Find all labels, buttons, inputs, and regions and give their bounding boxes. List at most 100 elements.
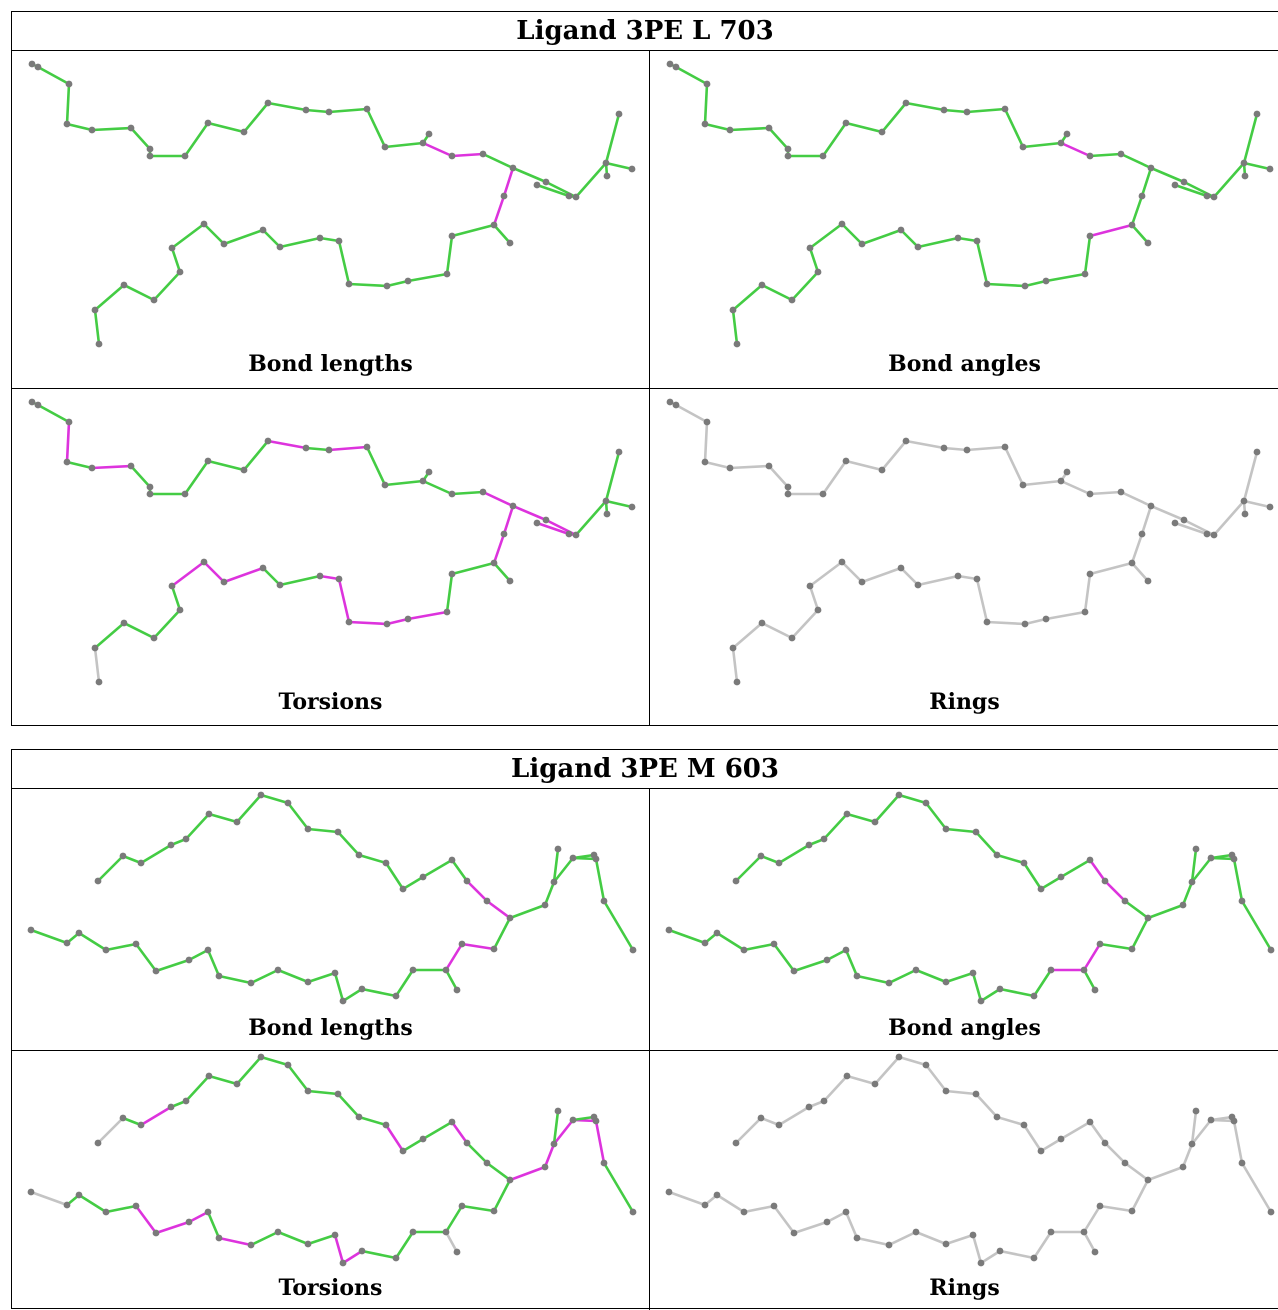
atom-2 [775,1121,783,1129]
bond-34 [916,574,960,587]
atom-0 [732,877,740,885]
bond-7 [897,1055,928,1067]
bond-35 [261,566,282,587]
bond-29 [406,272,449,283]
atom-20 [1180,516,1188,524]
atom-45 [1203,530,1211,538]
bond-16 [1103,879,1127,903]
bond-15 [1021,141,1063,149]
atom-41 [150,296,158,304]
atom-4 [726,126,734,134]
atom-8 [181,490,189,498]
atom-0 [94,1139,102,1147]
atom-33 [973,575,981,583]
bond-45 [552,1109,560,1146]
bond-29 [792,1220,829,1235]
atom-37 [858,240,866,248]
atom-32 [345,618,353,626]
bond-5 [845,812,877,824]
atom-26 [490,559,498,567]
bond-31 [985,282,1027,288]
atom-45 [453,1248,461,1256]
atom-20 [542,178,550,186]
atom-44 [490,1207,498,1215]
bond-26 [77,931,108,952]
atom-5 [765,124,773,132]
atom-25 [1138,530,1146,538]
bond-9 [306,1089,340,1096]
atom-14 [419,873,427,881]
atom-6 [784,145,792,153]
atom-0 [666,60,674,68]
atom-42 [758,619,766,627]
atom-39 [806,582,814,590]
atom-23 [1266,165,1274,173]
atom-9 [842,457,850,465]
atom-14 [419,1135,427,1143]
atom-16 [1057,477,1065,485]
bond-39 [394,968,415,998]
atom-16 [1057,139,1065,147]
atom-44 [733,340,741,348]
atom-35 [914,581,922,589]
atom-12 [382,1121,390,1129]
atom-12 [940,106,948,114]
atom-27 [506,239,514,247]
bond-43 [1130,1178,1150,1213]
bond-25 [492,532,506,565]
atom-13 [963,108,971,116]
atom-21 [572,193,580,201]
atom-17 [1086,152,1094,160]
atom-1 [672,63,680,71]
atom-18 [506,1176,514,1184]
bond-32 [855,1236,891,1247]
panel-bond-lengths: Bond lengths [12,789,649,1050]
panel-torsions: Torsions [12,389,649,726]
atom-33 [215,1234,223,1242]
atom-33 [853,972,861,980]
atom-34 [316,234,324,242]
bond-8 [183,121,210,158]
atom-33 [853,1234,861,1242]
bond-44 [444,1230,459,1254]
atom-34 [954,572,962,580]
atom-25 [665,1188,673,1196]
bond-38 [808,222,844,250]
bond-18 [508,1165,547,1182]
bond-4 [184,1074,211,1103]
atom-36 [259,564,267,572]
bond-19 [511,166,548,184]
bond-17 [1088,490,1123,496]
atom-14 [1001,443,1009,451]
atom-23 [628,503,636,511]
atom-1 [757,1114,765,1122]
atom-19 [509,502,517,510]
bond-42 [1098,1204,1134,1213]
atom-30 [790,967,798,975]
atom-23 [1238,897,1246,905]
atom-42 [442,1228,450,1236]
atom-28 [448,232,456,240]
bond-27 [1088,223,1134,238]
bond-27 [450,561,496,576]
atom-9 [842,119,850,127]
bond-26 [492,561,512,583]
bond-6 [873,793,901,824]
atom-11 [902,99,910,107]
bond-22 [1242,499,1272,509]
bond-28 [445,234,454,276]
bond-15 [383,479,425,487]
bond-15 [383,141,425,149]
bond-14 [1059,1120,1092,1141]
atom-21 [572,531,580,539]
bond-18 [1146,1165,1185,1182]
atom-3 [701,458,709,466]
atom-8 [922,1061,930,1069]
panel-caption: Torsions [278,1275,383,1301]
atom-10 [334,828,342,836]
bond-36 [333,1233,345,1265]
atom-39 [358,1247,366,1255]
atom-18 [506,914,514,922]
atom-11 [355,851,363,859]
panel-caption: Rings [929,1275,1000,1301]
